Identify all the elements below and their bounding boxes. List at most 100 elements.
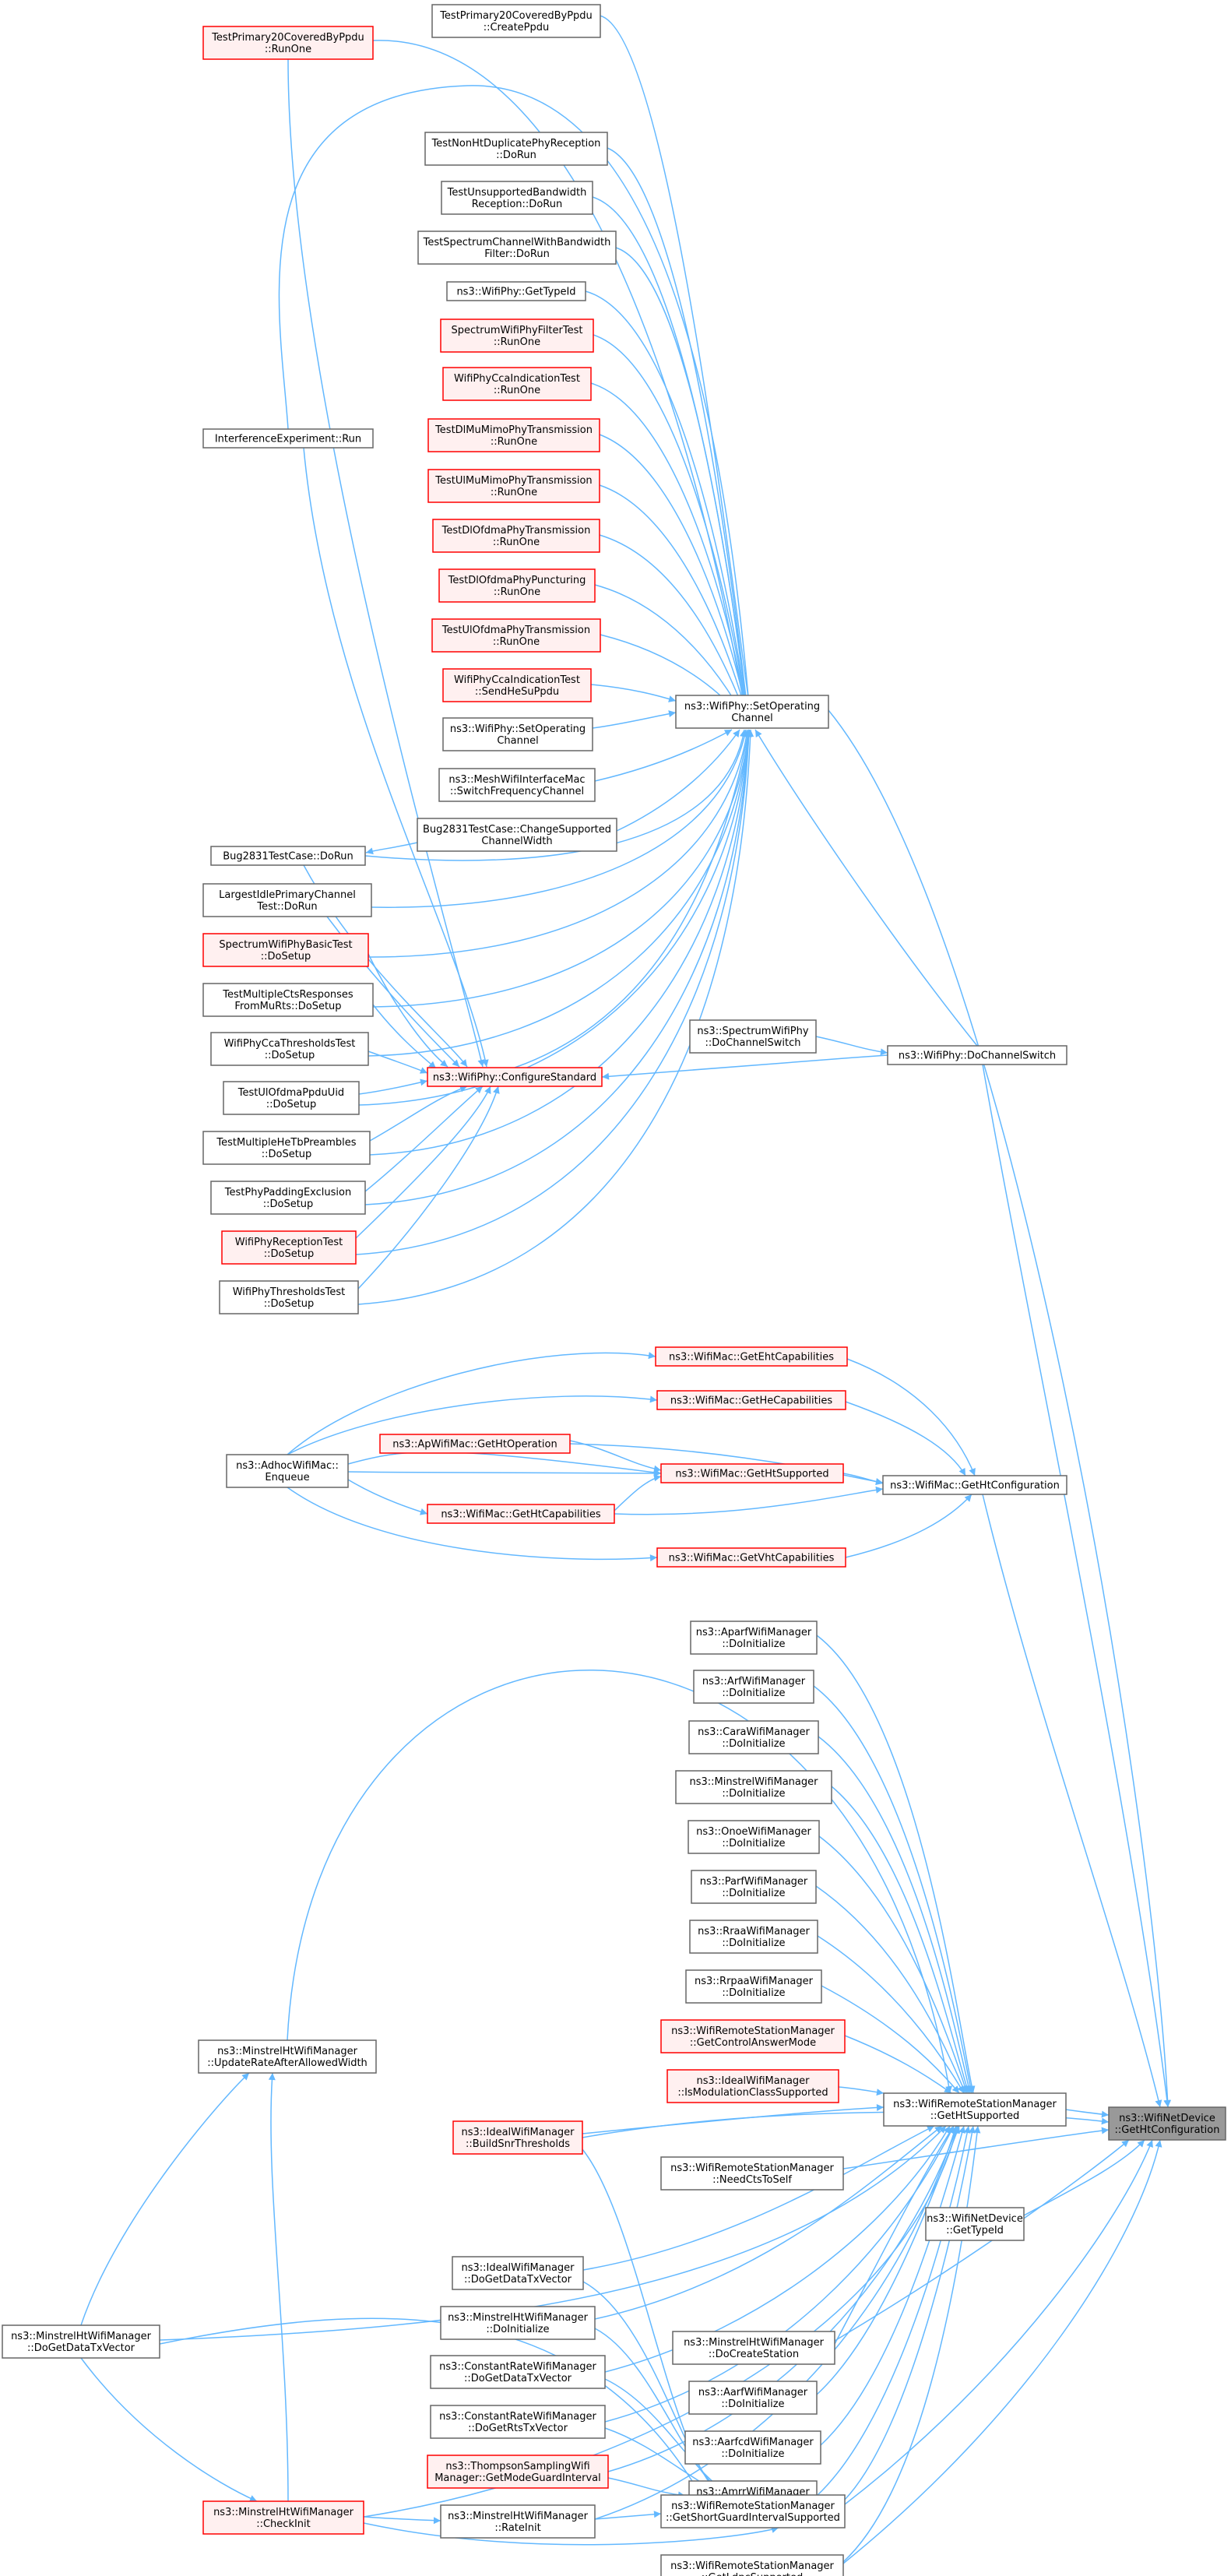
node-box (660, 2494, 846, 2528)
edge-ismodsup_r (838, 2086, 885, 2096)
node-label-line: TestPrimary20CoveredByPpdu (439, 10, 593, 22)
node-box (432, 519, 600, 553)
node-gethecap[interactable]: ns3::WifiMac::GetHeCapabilities (656, 1390, 846, 1410)
node-multihetb[interactable]: TestMultipleHeTbPreambles::DoSetup (202, 1131, 371, 1165)
node-apgethtop[interactable]: ns3::ApWifiMac::GetHtOperation (379, 1434, 571, 1454)
node-rsmgethtsup[interactable]: ns3::WifiRemoteStationManager::GetHtSupp… (883, 2092, 1067, 2127)
node-idealdoget[interactable]: ns3::IdealWifiManager::DoGetDataTxVector (452, 2256, 584, 2290)
edge-mhtdoget_r (159, 2125, 947, 2341)
node-label-line: ns3::MinstrelHtWifiManager (448, 2511, 589, 2522)
node-crdata[interactable]: ns3::ConstantRateWifiManager::DoGetDataT… (430, 2355, 606, 2389)
node-label-line: ns3::OnoeWifiManager (696, 1826, 811, 1838)
node-getsgi[interactable]: ns3::WifiRemoteStationManager::GetShortG… (660, 2494, 846, 2528)
edge-getsgi_r (844, 2125, 976, 2500)
node-box (202, 933, 369, 967)
node-dochsw[interactable]: ns3::WifiPhy::DoChannelSwitch (887, 1045, 1067, 1065)
node-minstrel[interactable]: ns3::MinstrelWifiManager::DoInitialize (675, 1770, 832, 1804)
node-box (688, 1720, 819, 1754)
node-netdevtypeid[interactable]: ns3::WifiNetDevice::GetTypeId (925, 2207, 1025, 2241)
arrowhead (963, 2126, 971, 2134)
node-aparf[interactable]: ns3::AparfWifiManager::DoInitialize (690, 1621, 818, 1655)
node-box (430, 2405, 606, 2439)
node-root[interactable]: ns3::WifiNetDevice::GetHtConfiguration (1108, 2106, 1226, 2141)
node-thompson[interactable]: ns3::ThompsonSamplingWifiManager::GetMod… (427, 2455, 609, 2489)
node-nonht[interactable]: TestNonHtDuplicatePhyReception::DoRun (424, 132, 608, 166)
arrowhead (875, 1486, 883, 1494)
node-dlpunct[interactable]: TestDlOfdmaPhyPuncturing::RunOne (438, 568, 596, 603)
node-label-line: ::DoGetDataTxVector (464, 2373, 572, 2384)
node-needcts[interactable]: ns3::WifiRemoteStationManager::NeedCtsTo… (660, 2156, 844, 2191)
node-specfilter[interactable]: SpectrumWifiPhyFilterTest::RunOne (440, 318, 594, 353)
node-box (219, 1280, 359, 1314)
node-mhtdoget[interactable]: ns3::MinstrelHtWifiManager::DoGetDataTxV… (2, 2324, 160, 2359)
node-crrts[interactable]: ns3::ConstantRateWifiManager::DoGetRtsTx… (430, 2405, 606, 2439)
node-bugdorun[interactable]: Bug2831TestCase::DoRun (210, 846, 366, 866)
node-box (223, 1081, 360, 1115)
node-buildsnr[interactable]: ns3::IdealWifiManager::BuildSnrThreshold… (452, 2120, 583, 2155)
node-multicts[interactable]: TestMultipleCtsResponsesFromMuRts::DoSet… (202, 983, 374, 1017)
node-mhtdocreate[interactable]: ns3::MinstrelHtWifiManager::DoCreateStat… (672, 2331, 835, 2365)
node-macgethtconf[interactable]: ns3::WifiMac::GetHtConfiguration (882, 1475, 1067, 1495)
node-ccasend[interactable]: WifiPhyCcaIndicationTest::SendHeSuPpdu (442, 668, 592, 702)
node-aarfcd[interactable]: ns3::AarfcdWifiManager::DoInitialize (684, 2430, 821, 2465)
node-aarf[interactable]: ns3::AarfWifiManager::DoInitialize (688, 2381, 818, 2415)
node-label-line: LargestIdlePrimaryChannel (219, 889, 356, 901)
node-label-line: Bug2831TestCase::DoRun (223, 851, 353, 863)
node-box (424, 132, 608, 166)
node-mhtdoinit[interactable]: ns3::MinstrelHtWifiManager::DoInitialize (440, 2306, 596, 2340)
node-ulmimo[interactable]: TestUlMuMimoPhyTransmission::RunOne (427, 469, 600, 503)
node-box (660, 2554, 844, 2576)
node-mhtupdate[interactable]: ns3::MinstrelHtWifiManager::UpdateRateAf… (198, 2039, 377, 2074)
node-interf[interactable]: InterferenceExperiment::Run (202, 428, 374, 449)
node-onoe[interactable]: ns3::OnoeWifiManager::DoInitialize (688, 1820, 820, 1854)
node-mhtcheck[interactable]: ns3::MinstrelHtWifiManager::CheckInit (202, 2500, 364, 2535)
node-adhoc[interactable]: ns3::AdhocWifiMac::Enqueue (226, 1454, 349, 1488)
node-padding[interactable]: TestPhyPaddingExclusion::DoSetup (210, 1181, 366, 1215)
node-label-line: ::DoGetDataTxVector (464, 2274, 572, 2286)
node-getctrlans[interactable]: ns3::WifiRemoteStationManager::GetContro… (660, 2019, 846, 2053)
node-box (198, 2039, 377, 2074)
node-ulofdmauid[interactable]: TestUlOfdmaPpduUid::DoSetup (223, 1081, 360, 1115)
node-mhtrateinit[interactable]: ns3::MinstrelHtWifiManager::RateInit (440, 2504, 596, 2539)
node-getldpc[interactable]: ns3::WifiRemoteStationManager::GetLdpcSu… (660, 2554, 844, 2576)
node-ccathresh[interactable]: WifiPhyCcaThresholdsTest::DoSetup (210, 1032, 369, 1066)
node-gettypeidphy[interactable]: ns3::WifiPhy::GetTypeId (446, 281, 586, 301)
node-tp20create[interactable]: TestPrimary20CoveredByPpdu::CreatePpdu (431, 4, 601, 38)
node-label-line: ::IsModulationClassSupported (677, 2087, 828, 2099)
node-dlmimo[interactable]: TestDlMuMimoPhyTransmission::RunOne (427, 418, 600, 452)
node-label-line: TestUlMuMimoPhyTransmission (434, 475, 592, 487)
node-specbasic[interactable]: SpectrumWifiPhyBasicTest::DoSetup (202, 933, 369, 967)
node-cara[interactable]: ns3::CaraWifiManager::DoInitialize (688, 1720, 819, 1754)
node-phythresh[interactable]: WifiPhyThresholdsTest::DoSetup (219, 1280, 359, 1314)
node-dlofdma[interactable]: TestDlOfdmaPhyTransmission::RunOne (432, 519, 600, 553)
node-ulofdma[interactable]: TestUlOfdmaPhyTransmission::RunOne (431, 618, 601, 653)
node-macgethtsup[interactable]: ns3::WifiMac::GetHtSupported (660, 1463, 844, 1483)
node-specchan[interactable]: TestSpectrumChannelWithBandwidthFilter::… (417, 231, 617, 265)
node-tp20run[interactable]: TestPrimary20CoveredByPpdu::RunOne (202, 26, 374, 60)
node-rraa[interactable]: ns3::RraaWifiManager::DoInitialize (689, 1920, 818, 1954)
node-configstd[interactable]: ns3::WifiPhy::ConfigureStandard (427, 1067, 603, 1087)
node-label-line: ::DoChannelSwitch (705, 1037, 800, 1049)
node-box (446, 281, 586, 301)
node-getehtcap[interactable]: ns3::WifiMac::GetEhtCapabilities (655, 1346, 848, 1367)
node-specdoch[interactable]: ns3::SpectrumWifiPhy::DoChannelSwitch (689, 1019, 817, 1054)
node-gethtcap[interactable]: ns3::WifiMac::GetHtCapabilities (427, 1504, 615, 1524)
node-box (202, 26, 374, 60)
node-phyrecep[interactable]: WifiPhyReceptionTest::DoSetup (221, 1230, 357, 1265)
arrowhead (964, 1494, 972, 1502)
node-bugchange[interactable]: Bug2831TestCase::ChangeSupportedChannelW… (417, 818, 617, 852)
arrowhead (460, 1059, 467, 1067)
node-ccaind[interactable]: WifiPhyCcaIndicationTest::RunOne (442, 367, 592, 401)
node-rrpaa[interactable]: ns3::RrpaaWifiManager::DoInitialize (685, 1969, 822, 2004)
node-ismodsup[interactable]: ns3::IdealWifiManager::IsModulationClass… (666, 2069, 839, 2103)
node-meshsw[interactable]: ns3::MeshWifiInterfaceMac::SwitchFrequen… (438, 768, 596, 802)
node-parf[interactable]: ns3::ParfWifiManager::DoInitialize (691, 1870, 817, 1904)
node-arf[interactable]: ns3::ArfWifiManager::DoInitialize (693, 1670, 814, 1704)
edge-mhtdoget_check (80, 2357, 258, 2502)
node-box (887, 1045, 1067, 1065)
node-getvhtcap[interactable]: ns3::WifiMac::GetVhtCapabilities (656, 1547, 846, 1568)
